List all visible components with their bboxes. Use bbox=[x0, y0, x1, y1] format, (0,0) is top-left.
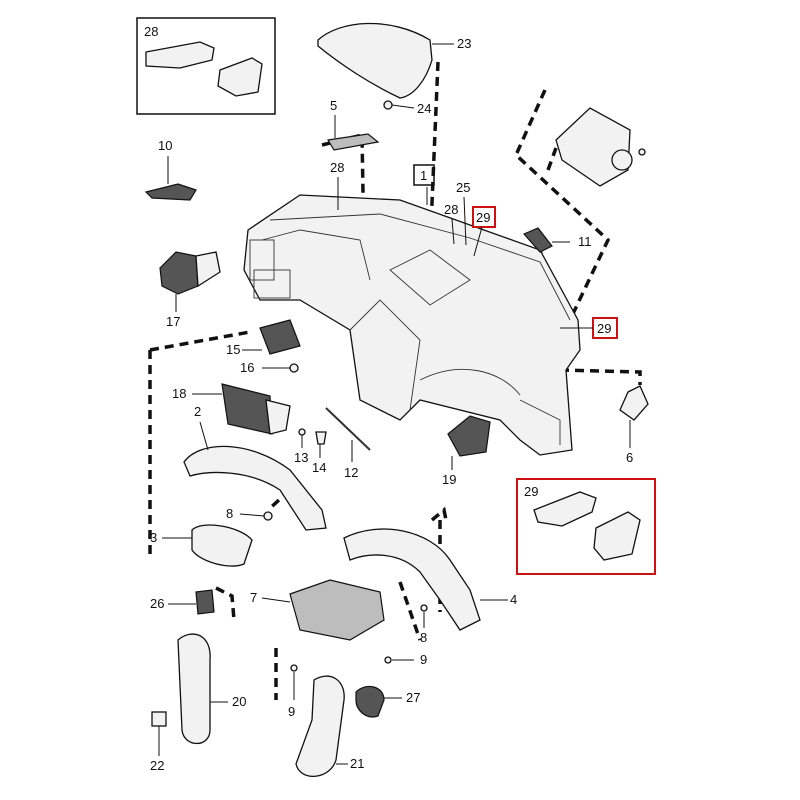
callout-22: 22 bbox=[150, 758, 164, 773]
screw-9b-part bbox=[290, 664, 298, 672]
vent-18-part bbox=[221, 383, 273, 435]
vent-19-part bbox=[447, 415, 491, 457]
callout-14: 14 bbox=[312, 460, 326, 475]
distributor-7-part bbox=[289, 579, 385, 641]
vent-18-duct-part bbox=[265, 399, 291, 435]
duct-21-part bbox=[295, 675, 345, 777]
callout-1: 1 bbox=[420, 168, 427, 183]
callout-28-box: 28 bbox=[144, 24, 158, 39]
callout-12: 12 bbox=[344, 465, 358, 480]
callout-28a: 28 bbox=[330, 160, 344, 175]
callout-19: 19 bbox=[442, 472, 456, 487]
callout-15: 15 bbox=[226, 342, 240, 357]
trim-cover-part bbox=[145, 41, 215, 69]
inset-box-29: 29 bbox=[516, 478, 656, 575]
bracket-10-part bbox=[144, 183, 197, 201]
callout-6: 6 bbox=[626, 450, 633, 465]
clip-14-part bbox=[315, 431, 327, 445]
cap-part bbox=[533, 491, 597, 527]
right-side-callouts: 11 29 6 bbox=[522, 227, 649, 465]
dashboard-panel-group: 1 bbox=[243, 164, 581, 456]
callout-16: 16 bbox=[240, 360, 254, 375]
duct-3-part bbox=[191, 524, 253, 567]
callout-8a: 8 bbox=[226, 506, 233, 521]
clip-11-part bbox=[522, 227, 553, 253]
vent-17-part bbox=[159, 251, 199, 295]
screw-8a-part bbox=[263, 511, 273, 521]
callout-29a: 29 bbox=[476, 210, 490, 225]
duct-4-part bbox=[343, 528, 481, 631]
duct-2-part bbox=[183, 445, 327, 531]
upper-cover-part bbox=[317, 22, 433, 99]
seal-26-part bbox=[195, 589, 215, 615]
center-lower-components: 13 14 12 19 bbox=[294, 407, 491, 487]
trim-cover-end-part bbox=[217, 57, 263, 97]
clip-22-part bbox=[151, 711, 167, 727]
callout-25: 25 bbox=[456, 180, 470, 195]
callout-28b: 28 bbox=[444, 202, 458, 217]
callout-9a: 9 bbox=[420, 652, 427, 667]
callout-13: 13 bbox=[294, 450, 308, 465]
screw-9a-part bbox=[384, 656, 392, 664]
plug-27-part bbox=[355, 685, 385, 718]
callout-10: 10 bbox=[158, 138, 172, 153]
airbag-connector-part bbox=[611, 149, 633, 171]
callout-18: 18 bbox=[172, 386, 186, 401]
callout-7: 7 bbox=[250, 590, 257, 605]
callout-27: 27 bbox=[406, 690, 420, 705]
screw-16-part bbox=[289, 363, 299, 373]
callout-24: 24 bbox=[417, 101, 431, 116]
callout-4: 4 bbox=[510, 592, 517, 607]
callout-11: 11 bbox=[578, 234, 592, 249]
callout-8b: 8 bbox=[420, 630, 427, 645]
callout-23: 23 bbox=[457, 36, 471, 51]
screw-8b-part bbox=[420, 604, 428, 612]
callout-26: 26 bbox=[150, 596, 164, 611]
callout-29b: 29 bbox=[597, 321, 611, 336]
callout-17: 17 bbox=[166, 314, 180, 329]
callout-20: 20 bbox=[232, 694, 246, 709]
left-side-components: 17 15 16 18 2 8 bbox=[159, 251, 327, 531]
lower-ducting-components: 3 4 7 26 20 21 22 27 8 9 9 bbox=[150, 524, 517, 777]
airbag-module-group bbox=[555, 107, 646, 187]
callout-3: 3 bbox=[150, 530, 157, 545]
screw-13-part bbox=[298, 428, 306, 436]
callout-9b: 9 bbox=[288, 704, 295, 719]
duct-20-part bbox=[177, 633, 211, 745]
callout-5: 5 bbox=[330, 98, 337, 113]
screw-24-part bbox=[383, 100, 393, 110]
callout-21: 21 bbox=[350, 756, 364, 771]
trim-strip-5-part bbox=[327, 133, 380, 151]
callout-29-box: 29 bbox=[524, 484, 538, 499]
upper-left-callouts: 5 10 28 25 28 29 bbox=[144, 98, 496, 257]
vent-17-duct-part bbox=[195, 251, 221, 288]
bracket-6-part bbox=[619, 385, 649, 421]
module-15-part bbox=[259, 319, 301, 355]
airbag-module-part bbox=[555, 107, 631, 187]
cap-end-part bbox=[593, 511, 641, 561]
callout-2: 2 bbox=[194, 404, 201, 419]
airbag-screw-part bbox=[638, 148, 646, 156]
upper-cover-group: 23 24 bbox=[317, 22, 471, 116]
inset-box-28: 28 bbox=[136, 17, 276, 115]
